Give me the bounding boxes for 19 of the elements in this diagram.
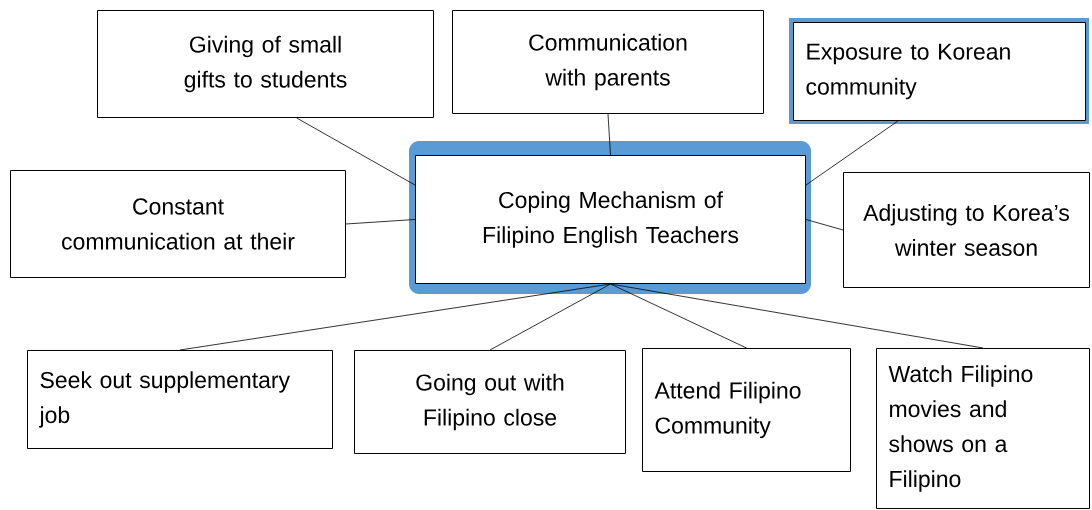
topic-box: Attend Filipino Community xyxy=(642,348,851,472)
connector-line xyxy=(489,283,611,351)
topic-box: Communication with parents xyxy=(452,10,764,114)
connector-line xyxy=(610,283,747,349)
topic-box: Seek out supplementary job xyxy=(27,350,333,449)
connector-line xyxy=(607,113,611,156)
connector-line xyxy=(805,120,899,186)
topic-box: Going out with Filipino close xyxy=(354,350,626,454)
topic-box: Adjusting to Korea’s winter season xyxy=(843,172,1090,288)
connector-line xyxy=(296,117,416,186)
topic-box: Exposure to Korean community xyxy=(789,18,1089,124)
connector-line xyxy=(179,283,611,351)
topic-box: Constant communication at their xyxy=(10,170,346,278)
center-box: Coping Mechanism of Filipino English Teachers xyxy=(409,141,811,294)
connector-line xyxy=(610,283,984,349)
topic-box: Watch Filipino movies and shows on a Filipino xyxy=(876,348,1090,509)
connector-line xyxy=(805,219,844,231)
connector-line xyxy=(345,219,416,225)
topic-box: Giving of small gifts to students xyxy=(97,10,434,118)
